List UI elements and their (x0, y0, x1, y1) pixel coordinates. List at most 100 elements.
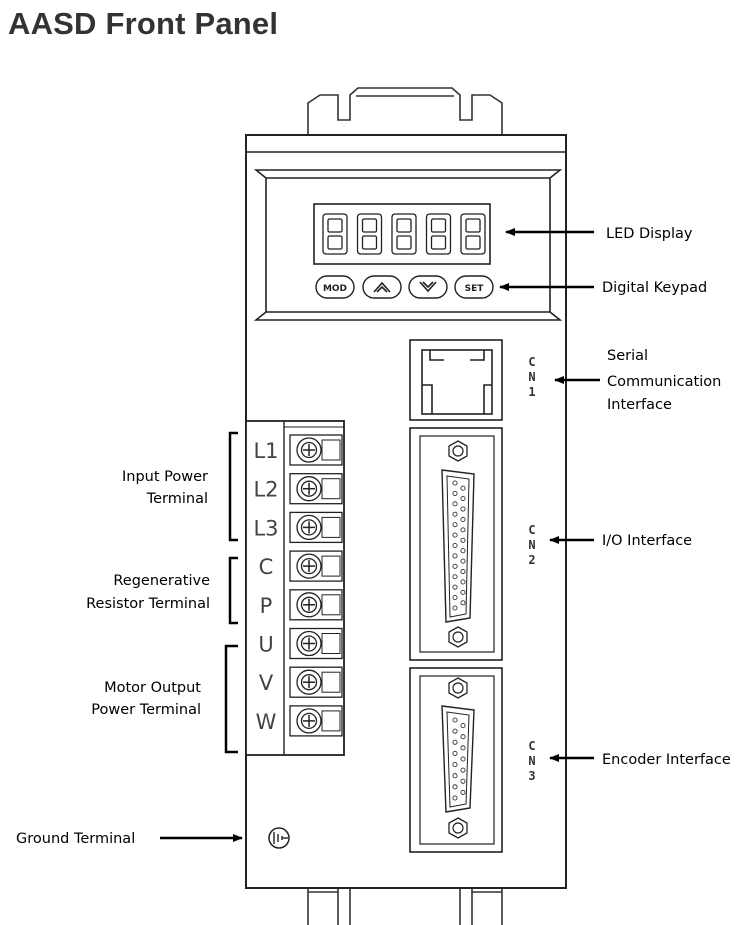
motor-output-bracket (224, 644, 238, 754)
cn3-top-screw (448, 677, 468, 699)
connector-pin (460, 527, 466, 533)
connector-pin (460, 723, 466, 729)
up-key[interactable] (362, 275, 402, 299)
input-power-label-line1: Input Power (122, 469, 208, 485)
set-key-label: SET (465, 284, 485, 294)
svg-text:N: N (528, 754, 535, 768)
bottom-mounting-bracket (307, 888, 503, 925)
digital-keypad-label: Digital Keypad (602, 280, 707, 296)
terminal-screw-icon[interactable] (296, 708, 322, 734)
connector-pin (452, 605, 458, 611)
terminal-screw-icon[interactable] (296, 669, 322, 695)
led-digits (322, 213, 486, 255)
chevron-down-icon (419, 281, 437, 293)
callout-arrows (160, 228, 600, 842)
connector-pin (452, 563, 458, 569)
regen-bracket (228, 556, 238, 625)
svg-text:1: 1 (528, 385, 535, 399)
motor-output-label-line2: Power Terminal (91, 702, 201, 718)
connector-pin (452, 795, 458, 801)
top-mounting-bracket (307, 87, 503, 135)
terminal-screw-icon[interactable] (296, 437, 322, 463)
cn1-label: C N 1 (528, 355, 535, 399)
terminal-p: P (260, 589, 343, 621)
regen-label-line2: Resistor Terminal (86, 596, 210, 612)
led-digit (322, 213, 348, 255)
led-display (313, 203, 491, 265)
regen-label-line1: Regenerative (113, 573, 210, 589)
svg-text:C: C (528, 355, 535, 369)
terminal-label: V (259, 671, 274, 695)
cn3-label: C N 3 (528, 739, 535, 783)
cn3-pins (452, 717, 466, 801)
cn2-bottom-screw (448, 626, 468, 648)
connector-pin (452, 522, 458, 528)
connector-pin (452, 511, 458, 517)
connector-pin (460, 778, 466, 784)
connector-pin (460, 745, 466, 751)
connector-pin (460, 789, 466, 795)
cn2-label: C N 2 (528, 523, 535, 567)
terminal-screw-icon[interactable] (296, 630, 322, 657)
mod-key[interactable]: MOD (315, 275, 355, 299)
led-digit (425, 213, 452, 255)
connector-pin (452, 574, 458, 580)
terminal-l3: L3 (253, 511, 343, 544)
connector-pin (460, 506, 466, 512)
connector-pin (452, 773, 458, 779)
connector-pin (460, 756, 466, 762)
cn1-serial-port (409, 339, 503, 421)
serial-label-line1: Serial (607, 348, 648, 364)
terminal-c: C (259, 550, 343, 582)
terminal-label: W (256, 710, 277, 734)
connector-pin (452, 501, 458, 507)
cn2-top-screw (448, 440, 468, 462)
serial-label-line3: Interface (607, 397, 672, 413)
connector-pin (452, 728, 458, 734)
connector-pin (460, 558, 466, 564)
terminal-label: C (259, 555, 274, 579)
led-display-label: LED Display (606, 226, 693, 242)
mod-key-label: MOD (323, 284, 347, 294)
chevron-up-icon (373, 281, 391, 293)
terminal-label: L3 (253, 516, 278, 540)
terminal-v: V (259, 666, 343, 698)
ground-terminal-icon (268, 827, 290, 849)
connector-pin (460, 537, 466, 543)
connector-pin (452, 584, 458, 590)
page-title: AASD Front Panel (8, 6, 279, 41)
terminal-label: U (258, 633, 273, 657)
digital-keypad: MOD SET (315, 275, 494, 299)
terminal-screw-icon[interactable] (296, 592, 322, 618)
terminal-screw-icon[interactable] (296, 553, 322, 579)
terminal-label: L1 (253, 439, 278, 463)
svg-text:C: C (528, 523, 535, 537)
connector-pin (452, 762, 458, 768)
connector-pin (452, 739, 458, 745)
down-key[interactable] (408, 275, 448, 299)
terminal-w: W (256, 705, 343, 737)
connector-pin (452, 542, 458, 549)
encoder-interface-label: Encoder Interface (602, 752, 731, 768)
led-digit (391, 213, 417, 255)
svg-text:3: 3 (528, 769, 535, 783)
connector-pin (452, 532, 458, 538)
set-key[interactable]: SET (454, 275, 494, 299)
group-brackets (224, 431, 238, 754)
terminal-screw-icon[interactable] (296, 514, 322, 541)
cn3-bottom-screw (448, 817, 468, 839)
display-bezel (253, 169, 563, 321)
ground-terminal-label: Ground Terminal (16, 831, 135, 847)
connector-pin (452, 490, 458, 496)
terminal-l1: L1 (253, 434, 343, 466)
svg-text:N: N (528, 370, 535, 384)
terminal-screw-icon[interactable] (296, 476, 322, 502)
svg-text:C: C (528, 739, 535, 753)
terminal-u: U (258, 627, 343, 660)
led-digit (460, 213, 486, 255)
connector-pin (452, 784, 458, 790)
connector-pin (460, 579, 466, 585)
motor-output-label-line1: Motor Output (104, 680, 201, 696)
